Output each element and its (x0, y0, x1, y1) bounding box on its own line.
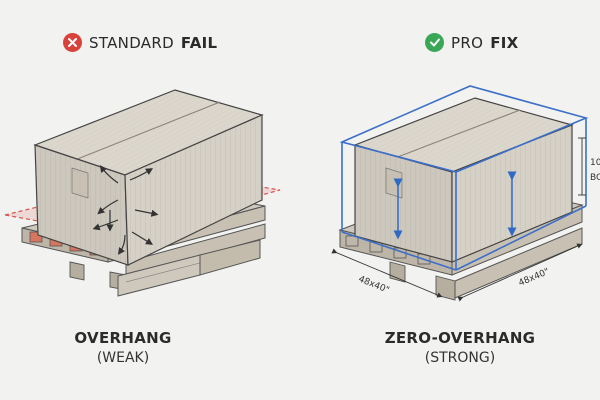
header-prefix: STANDARD (89, 33, 174, 52)
standard-fail-header: STANDARD FAIL (63, 33, 217, 52)
caption-subtitle: (STRONG) (424, 350, 496, 366)
overhanging-box (33, 89, 264, 266)
caption-subtitle: (WEAK) (96, 350, 150, 366)
vertical-strength-arrows (393, 171, 517, 240)
dim-height-label-line2: BO (590, 173, 600, 183)
overhang-caption: OVERHANG (WEAK) (13, 329, 233, 366)
dim-height-label-line1: 10 (590, 158, 600, 168)
dim-length-label: 48x40" (357, 275, 391, 296)
zero-overhang-pallet-scene (331, 85, 589, 302)
check-icon (425, 33, 444, 52)
bulge-arrows (92, 165, 159, 255)
header-status: FAIL (180, 33, 218, 52)
caption-title: OVERHANG (74, 329, 172, 347)
zero-overhang-caption: ZERO-OVERHANG (STRONG) (350, 329, 570, 366)
caption-title: ZERO-OVERHANG (384, 329, 536, 347)
height-dimension (578, 137, 586, 196)
dim-width-label: 48x40" (517, 267, 551, 289)
overhang-pallet-scene (4, 89, 281, 297)
header-prefix: PRO (451, 33, 484, 52)
box-front-right (124, 114, 263, 266)
header-status: FIX (490, 33, 519, 52)
footprint-dimensions (331, 243, 583, 302)
pro-fix-header: PRO FIX (425, 33, 518, 52)
fail-x-icon (63, 33, 82, 52)
